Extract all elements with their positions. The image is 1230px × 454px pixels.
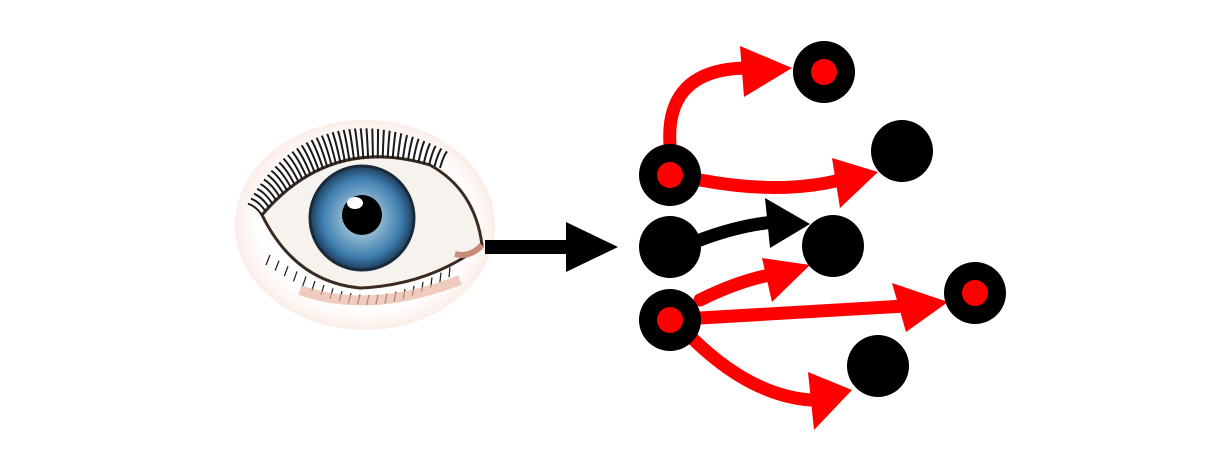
node-source-middle — [639, 216, 701, 278]
eye-illustration — [235, 120, 495, 330]
edge-lower-to-lower-right — [685, 331, 817, 407]
arrowhead-icon — [892, 283, 948, 332]
node-top-right — [793, 41, 855, 103]
node-middle-target — [802, 215, 864, 277]
eye-arrow — [485, 222, 618, 272]
edge-upper-to-top — [663, 61, 752, 152]
arrowhead-icon — [808, 372, 852, 430]
arrowhead-icon — [762, 258, 810, 302]
arrowhead-icon — [566, 222, 618, 272]
arrowhead-icon — [740, 46, 792, 97]
eye-highlight — [347, 197, 363, 209]
lower-lid — [298, 275, 462, 306]
graph-nodes — [639, 41, 1006, 397]
graph-edges — [663, 46, 948, 430]
edge-lower-to-middle — [693, 267, 782, 307]
node-source-lower — [639, 289, 701, 351]
node-far-right — [944, 262, 1006, 324]
edge-lower-to-far-right — [693, 299, 912, 325]
eyelashes — [247, 128, 451, 306]
arrowhead-icon — [832, 158, 878, 208]
node-lower-right — [847, 335, 909, 397]
node-upper-right — [871, 120, 933, 182]
edge-middle-to-middle — [693, 215, 782, 247]
edge-upper-to-upper-right — [693, 173, 847, 194]
node-source-upper — [639, 144, 701, 206]
tear-duct — [454, 242, 485, 258]
arrowhead-icon — [765, 198, 810, 248]
